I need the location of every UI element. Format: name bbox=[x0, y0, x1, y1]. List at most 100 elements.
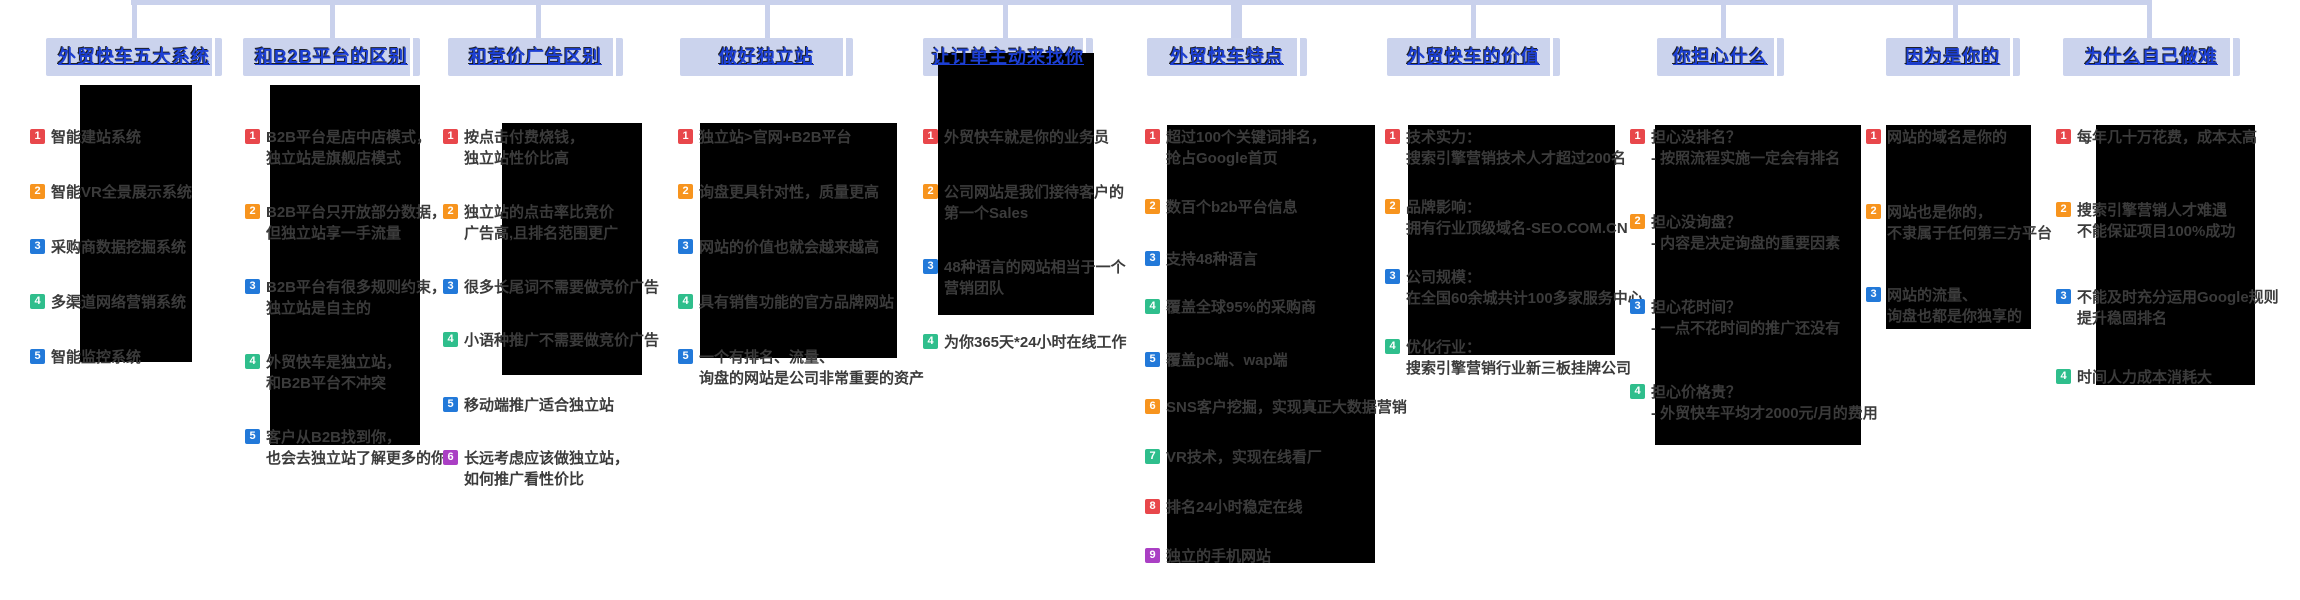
branch-header-10[interactable]: 为什么自己做难 bbox=[2085, 47, 2218, 67]
item-text: 担心花时间？- 一点不花时间的推广还没有 bbox=[1651, 299, 1841, 337]
branch-node-bg-8 bbox=[1657, 38, 1784, 76]
mindmap-item[interactable]: 3 公司规模：在全国60余城共计100多家服务中心 bbox=[1385, 267, 1643, 309]
mindmap-item[interactable]: 2 询盘更具针对性，质量更高 bbox=[678, 182, 879, 203]
branch-header-3[interactable]: 和竞价广告区别 bbox=[469, 47, 602, 67]
item-text: 询盘更具针对性，质量更高 bbox=[699, 184, 880, 201]
item-text: 每年几十万花费，成本太高 bbox=[2077, 129, 2258, 146]
item-number-badge: 1 bbox=[1630, 129, 1645, 144]
item-number-badge: 6 bbox=[1145, 399, 1160, 414]
connector-branch-stub bbox=[2147, 5, 2152, 38]
item-text: 外贸快车就是你的业务员 bbox=[944, 129, 1110, 146]
branch-header-9[interactable]: 因为是你的 bbox=[1905, 47, 2001, 67]
branch-header-5[interactable]: 让订单主动来找你 bbox=[932, 47, 1084, 67]
branch-header-4[interactable]: 做好独立站 bbox=[719, 47, 814, 67]
branch-header-1[interactable]: 外贸快车五大系统 bbox=[58, 47, 210, 67]
item-text: 搜索引擎营销人才难遇不能保证项目100%成功 bbox=[2077, 202, 2236, 240]
item-text: 智能监控系统 bbox=[51, 349, 142, 366]
branch-header-7[interactable]: 外贸快车的价值 bbox=[1407, 47, 1540, 67]
item-number-badge: 4 bbox=[30, 294, 45, 309]
item-text: 移动端推广适合独立站 bbox=[464, 397, 615, 414]
item-text: 网站也是你的，不隶属于任何第三方平台 bbox=[1887, 204, 2053, 242]
item-text: 数百个b2b平台信息 bbox=[1166, 199, 1298, 216]
item-number-badge: 8 bbox=[1145, 499, 1160, 514]
item-text: 智能建站系统 bbox=[51, 129, 142, 146]
connector-branch-stub bbox=[330, 5, 335, 38]
item-text: 时间人力成本消耗大 bbox=[2077, 369, 2213, 386]
item-text: 担心价格贵？- 外贸快车平均才2000元/月的费用 bbox=[1651, 384, 1878, 422]
connector-branch-stub bbox=[765, 5, 770, 38]
item-number-badge: 3 bbox=[30, 239, 45, 254]
item-number-badge: 3 bbox=[1385, 269, 1400, 284]
item-text: 为你365天*24小时在线工作 bbox=[944, 334, 1127, 351]
item-number-badge: 3 bbox=[678, 239, 693, 254]
image-placeholder-panel bbox=[1408, 125, 1615, 355]
connector-branch-stub bbox=[1721, 5, 1726, 38]
item-text: VR技术，实现在线看厂 bbox=[1166, 449, 1322, 466]
item-text: 独立的手机网站 bbox=[1166, 548, 1272, 565]
image-placeholder-panel bbox=[1655, 125, 1861, 445]
item-text: B2B平台只开放部分数据，但独立站享一手流量 bbox=[266, 204, 447, 242]
item-text: B2B平台有很多规则约束，独立站是自主的 bbox=[266, 279, 447, 317]
item-text: 公司规模：在全国60余城共计100多家服务中心 bbox=[1406, 269, 1643, 307]
connector-branch-stub bbox=[1003, 5, 1008, 38]
item-number-badge: 2 bbox=[678, 184, 693, 199]
branch-node-bg-3 bbox=[448, 38, 623, 76]
branch-header-2[interactable]: 和B2B平台的区别 bbox=[254, 47, 408, 67]
branch-header-6[interactable]: 外贸快车特点 bbox=[1170, 47, 1284, 67]
item-number-badge: 1 bbox=[1385, 129, 1400, 144]
branch-header-8[interactable]: 你担心什么 bbox=[1673, 47, 1768, 67]
item-number-badge: 4 bbox=[1145, 299, 1160, 314]
branch-node-bg-10 bbox=[2063, 38, 2240, 76]
item-number-badge: 5 bbox=[245, 429, 260, 444]
item-number-badge: 6 bbox=[443, 450, 458, 465]
